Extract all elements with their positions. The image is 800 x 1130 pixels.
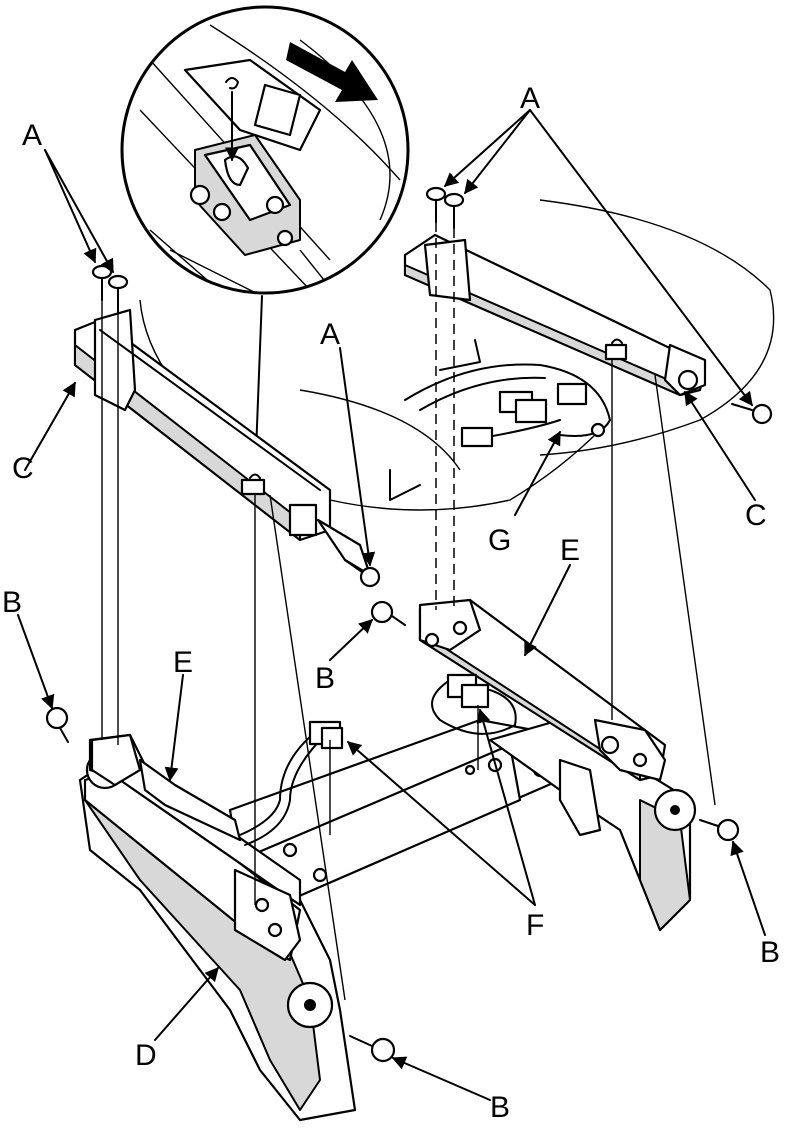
detail-inset [120,5,410,295]
label-a-right: A [520,82,540,115]
label-b-right: B [760,936,780,969]
upper-rail-left [73,308,372,577]
bolt-a-rear-left [344,559,381,588]
bolt-b-center [370,600,406,626]
bolt-a-right-1 [425,186,447,223]
wire-harness [404,363,611,448]
slide-direction-arrow-icon [286,42,378,102]
label-c-right: C [745,499,767,532]
label-g: G [488,524,511,557]
label-e-right: E [560,534,580,567]
bolt-a-rear-right [731,403,773,425]
label-f: F [526,909,544,942]
label-b-center: B [315,662,335,695]
bolt-b-right [699,818,740,842]
bolt-a-left-2 [107,274,129,313]
seat-base-frame [78,598,697,1122]
alignment-lines [101,222,716,1001]
connector-3 [556,382,588,406]
connector-4 [460,426,494,448]
bolt-b-bottom [349,1035,396,1063]
bolt-a-right-2 [443,192,465,229]
label-e-left: E [173,646,193,679]
label-b-left: B [2,586,22,619]
label-a-center: A [320,318,340,351]
bolts-b [45,600,740,1063]
label-d: D [135,1039,157,1072]
callout-leaders [17,109,766,1101]
connector-2 [514,398,548,424]
upper-rail-right [403,233,707,397]
bolt-b-left [45,706,69,743]
label-b-bottom: B [490,1091,510,1124]
label-a-left: A [22,119,42,152]
label-c-left: C [12,452,34,485]
